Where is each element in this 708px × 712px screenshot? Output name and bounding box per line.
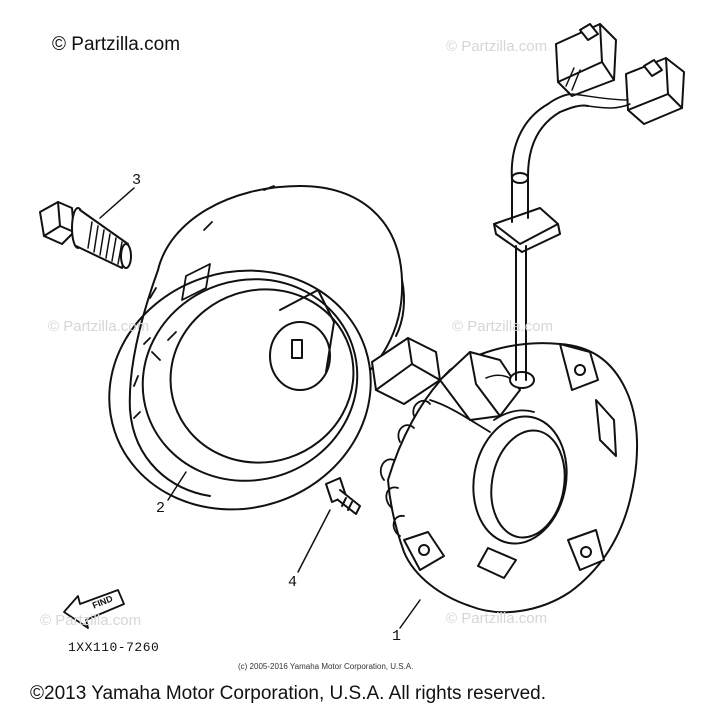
find-arrow-icon <box>63 589 125 629</box>
callout-4: 4 <box>288 574 298 591</box>
footer-copyright: ©2013 Yamaha Motor Corporation, U.S.A. A… <box>30 683 546 704</box>
watermark-faint: © Partzilla.com <box>40 612 142 629</box>
watermark-faint: © Partzilla.com <box>446 38 548 55</box>
screw-part-4 <box>325 477 361 515</box>
stator-assembly-part-1 <box>371 337 639 614</box>
wire-harness <box>493 23 685 381</box>
part-code: 1XX110-7260 <box>68 640 160 655</box>
flywheel-rotor-part-2 <box>108 185 405 511</box>
watermark-faint: © Partzilla.com <box>446 610 548 627</box>
callout-2: 2 <box>156 500 166 517</box>
small-copyright: (c) 2005-2016 Yamaha Motor Corporation, … <box>238 662 414 671</box>
watermark-main: © Partzilla.com <box>52 34 181 55</box>
callout-1: 1 <box>392 628 402 645</box>
callout-3: 3 <box>132 172 142 189</box>
watermark-faint: © Partzilla.com <box>452 318 554 335</box>
flange-bolt-part-3 <box>39 201 132 269</box>
watermark-faint: © Partzilla.com <box>48 318 150 335</box>
